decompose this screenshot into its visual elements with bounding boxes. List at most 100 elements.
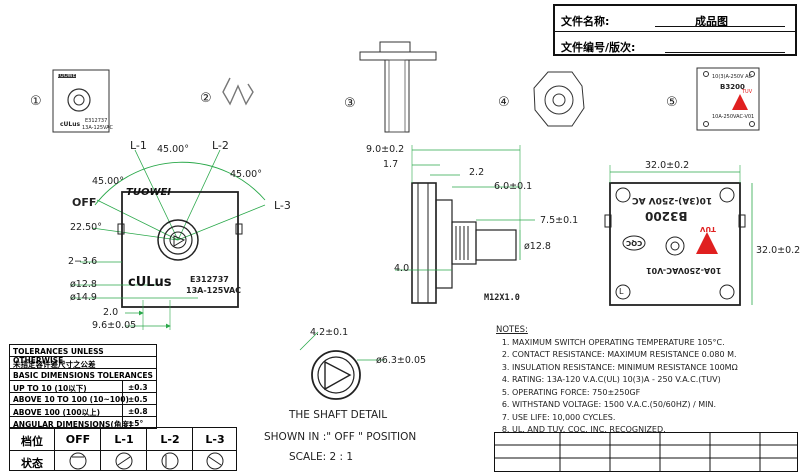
position-col-off: OFF [54,428,101,450]
position-col-l2: L-2 [146,428,193,450]
file-name-label: 文件名称: [561,15,610,28]
shaft-detail [299,331,385,400]
rear-code: 10A-250VAC-V01 [646,266,722,275]
angle-a3: 45.00° [230,169,262,180]
front-cert: E312737 [190,275,229,284]
dim-front-d2: ø12.8 [70,279,97,290]
label-off: OFF [72,196,97,209]
small-brand: TUOWEI [57,73,78,79]
position-state-label: 状态 [21,457,43,470]
note-item: CONTACT RESISTANCE: MAXIMUM RESISTANCE 0… [512,351,738,360]
dim-front-d3: ø14.9 [70,292,97,303]
notes-header: NOTES: [496,325,528,335]
main-front-view [70,149,266,330]
label-l2: L-2 [212,139,229,152]
small-view-rear [696,67,760,131]
small-rating: 13A-125VAC [82,125,113,131]
state-l3 [192,450,237,470]
dim-side-d1: 9.0±0.2 [366,144,405,155]
rear-model: B3200 [645,209,688,223]
front-ul-mark: cULus [128,275,172,290]
revision-grid [494,432,798,472]
view-label-5: ⑤ [666,95,678,110]
dim-side-d3: 2.2 [469,167,485,178]
spring-wire-view [222,77,254,106]
notes-block: NOTES: MAXIMUM SWITCH OPERATING TEMPERAT… [496,325,738,439]
shaft-scale: SCALE: 2 : 1 [289,451,354,463]
position-col-l3: L-3 [192,428,237,450]
tolerance-row: ABOVE 100 (100以上)±0.8 [10,405,156,417]
small-rear-rating: 10(3)A-250V AC [712,74,752,80]
position-header-row: 档位 OFF L-1 L-2 L-3 [10,428,236,451]
dim-side-d6: ø12.8 [524,241,551,252]
view-label-3: ③ [344,96,356,111]
shaft-shown-in: SHOWN IN :" OFF " POSITION [264,431,417,443]
angle-a2: 45.00° [92,176,124,187]
tolerance-row: ABOVE 10 TO 100 (10~100)±0.5 [10,393,156,405]
note-item: WITHSTAND VOLTAGE: 1500 V.A.C.(50/60HZ) … [512,401,738,410]
file-number-label: 文件编号/版次: [561,41,636,54]
tolerance-header: TOLERANCES UNLESS OTHERWISE [10,345,156,365]
position-state-row: 状态 [10,450,236,470]
dim-side-d5: 7.5±0.1 [540,215,579,226]
rear-rating: 10(3A)-250V AC [632,195,713,205]
small-rear-model: B3200 [720,83,745,91]
file-name-value: 成品图 [695,15,728,28]
note-item: USE LIFE: 10,000 CYCLES. [512,413,738,422]
file-name-underline [655,26,785,27]
note-item: INSULATION RESISTANCE: MINIMUM RESISTANC… [512,363,738,372]
tolerance-table: TOLERANCES UNLESS OTHERWISE 未指定容许差尺寸之公差 … [9,344,157,429]
shaft-dim2: ø6.3±0.05 [376,355,427,366]
title-row-file-name: 文件名称: 成品图 [555,6,795,31]
small-rear-tuv: TUV [742,89,753,95]
rear-tuv: TUV [700,225,716,233]
title-row-file-number: 文件编号/版次: [555,31,795,57]
note-item: RATING: 13A-120 V.A.C(UL) 10(3)A - 250 V… [512,376,738,385]
label-l1: L-1 [130,139,147,152]
view-label-1: ① [30,94,42,109]
small-view-front [52,69,110,133]
angle-a4: 22.50° [70,222,102,233]
label-l3: L-3 [274,199,291,212]
file-number-underline [665,52,785,53]
state-l1 [100,450,147,470]
rear-view [604,165,753,306]
state-l2 [146,450,193,470]
view-label-4: ④ [498,95,510,110]
dim-side-d2: 1.7 [383,159,399,170]
position-header-label: 档位 [21,435,43,448]
note-item: OPERATING FORCE: 750±250GF [512,388,738,397]
rear-height-dim: 32.0±0.2 [756,245,800,256]
rear-letter: L [619,287,624,296]
dim-front-d4: 2.0 [103,307,119,318]
note-item: MAXIMUM SWITCH OPERATING TEMPERATURE 105… [512,338,738,347]
front-brand: TUOWEI [126,187,172,198]
dim-front-d1: 2−3.6 [68,256,98,267]
tolerance-basic: BASIC DIMENSIONS TOLERANCES [10,369,156,381]
side-view [395,145,535,304]
front-rating: 13A-125VAC [186,286,242,295]
position-col-l1: L-1 [100,428,147,450]
note-item: UL. AND TUV. CQC. INC. RECOGNIZED. [512,425,738,434]
dim-side-d8: M12X1.0 [484,293,520,303]
title-block: 文件名称: 成品图 文件编号/版次: [553,4,797,56]
state-off [54,450,101,470]
dim-front-d5: 9.6±0.05 [92,320,137,331]
angle-a1: 45.00° [157,144,189,155]
rear-width-dim: 32.0±0.2 [645,160,690,171]
position-table: 档位 OFF L-1 L-2 L-3 状态 [9,427,237,471]
small-view-shaft-side [359,41,437,133]
small-ul-mark: cULus [60,121,81,128]
small-rear-code: 10A-250VAC-V01 [712,114,755,120]
shaft-title: THE SHAFT DETAIL [289,409,388,421]
dim-side-d7: 4.0 [394,263,410,274]
view-label-2: ② [200,91,212,106]
rear-cqc: CQC [626,239,643,247]
small-view-contact-disc [533,71,585,127]
dim-side-d4: 6.0±0.1 [494,181,533,192]
tolerance-row: ANGULAR DIMENSIONS(角度)±5° [13,417,144,429]
tolerance-header-cn: 未指定容许差尺寸之公差 [10,357,156,369]
shaft-dim1: 4.2±0.1 [310,327,349,338]
tolerance-row: UP TO 10 (10以下)±0.3 [10,381,156,393]
